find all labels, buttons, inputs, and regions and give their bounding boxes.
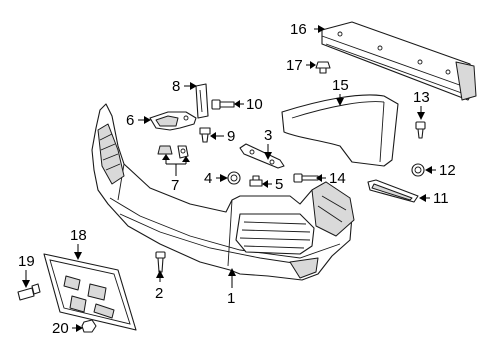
leader-lines bbox=[22, 25, 436, 332]
bracket-3 bbox=[239, 143, 285, 169]
callout-2: 2 bbox=[155, 285, 163, 302]
bolt-2 bbox=[155, 251, 166, 273]
bolt-13 bbox=[415, 121, 426, 139]
callout-18: 18 bbox=[70, 227, 87, 244]
callout-19: 19 bbox=[18, 253, 35, 270]
bracket-8 bbox=[195, 83, 209, 119]
clips-7 bbox=[157, 145, 189, 159]
callout-13: 13 bbox=[413, 89, 430, 106]
callout-12: 12 bbox=[439, 162, 456, 179]
callout-6: 6 bbox=[126, 112, 134, 129]
callout-8: 8 bbox=[172, 78, 180, 95]
bolt-10 bbox=[211, 99, 235, 110]
callout-7: 7 bbox=[171, 177, 179, 194]
callout-3: 3 bbox=[264, 127, 272, 144]
pin-5 bbox=[249, 175, 263, 187]
impact-bar bbox=[321, 21, 477, 101]
pin-9 bbox=[199, 127, 211, 143]
callout-10: 10 bbox=[246, 96, 263, 113]
nut-4 bbox=[227, 171, 241, 185]
callout-16: 16 bbox=[290, 21, 307, 38]
callout-labels: 1 2 3 4 5 6 7 8 9 10 11 12 13 14 15 16 1… bbox=[18, 21, 456, 337]
nut-12 bbox=[411, 163, 425, 177]
callout-11: 11 bbox=[433, 190, 449, 207]
bracket-6 bbox=[149, 111, 197, 131]
callout-9: 9 bbox=[227, 128, 235, 145]
callout-20: 20 bbox=[52, 320, 69, 337]
bolt-14 bbox=[293, 173, 319, 183]
reflector-11 bbox=[367, 179, 419, 203]
callout-4: 4 bbox=[204, 170, 212, 187]
bumper-fascia bbox=[91, 103, 355, 281]
bolt-19 bbox=[17, 283, 41, 301]
callout-15: 15 bbox=[332, 77, 349, 94]
callout-17: 17 bbox=[286, 57, 303, 74]
bolt-20 bbox=[81, 319, 97, 333]
license-bracket-18 bbox=[43, 253, 137, 331]
callout-5: 5 bbox=[275, 176, 283, 193]
bolt-17 bbox=[315, 61, 331, 74]
upper-cover bbox=[281, 94, 399, 167]
callout-14: 14 bbox=[329, 170, 346, 187]
callout-1: 1 bbox=[227, 290, 235, 307]
